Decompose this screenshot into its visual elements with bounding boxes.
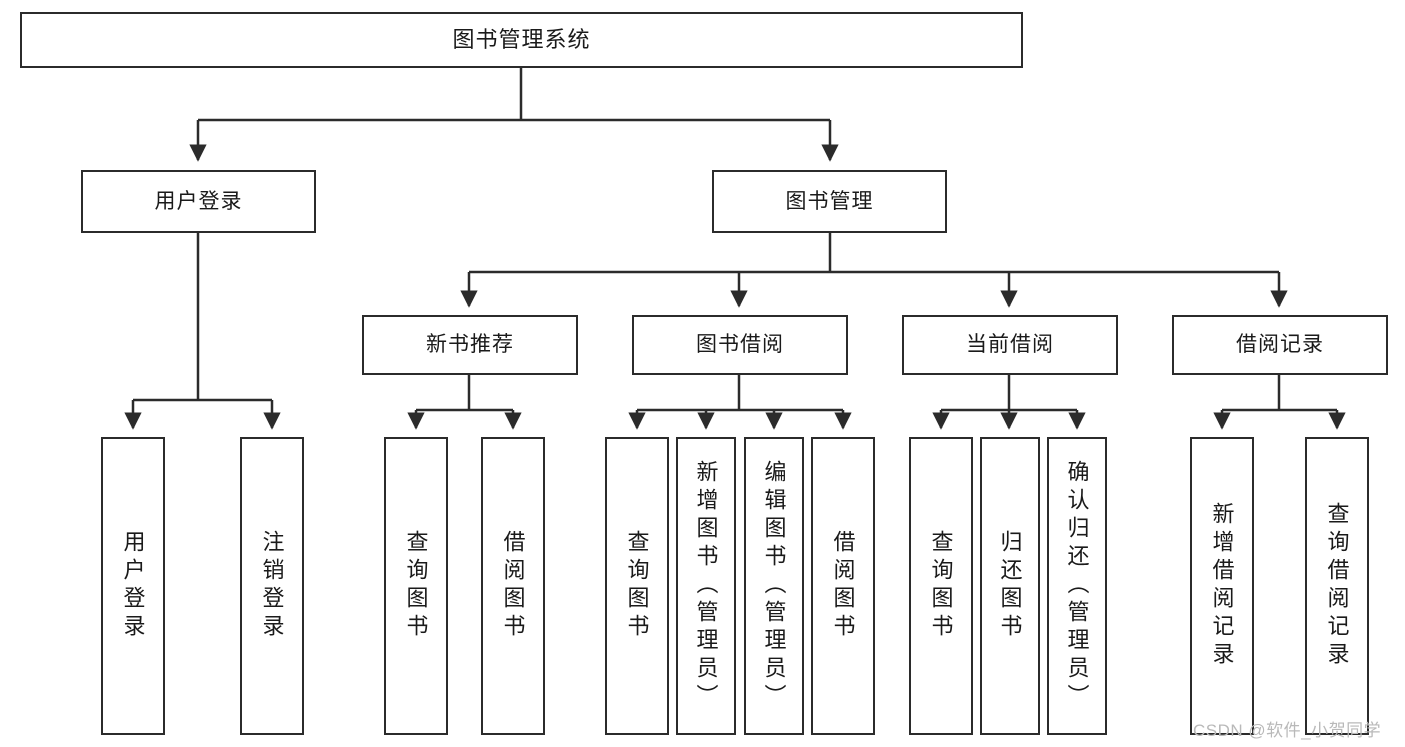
node-book-management-label: 图书管理 <box>785 189 874 213</box>
node-book-borrow-label: 图书借阅 <box>696 333 784 357</box>
leaf-borrow-records-query[interactable]: 查询借阅记录 <box>1305 437 1369 735</box>
leaf-book-borrow-borrow[interactable]: 借阅图书 <box>811 437 875 735</box>
csdn-watermark: CSDN @软件_小贺同学 <box>1193 721 1382 740</box>
leaf-label: 用户登录 <box>120 530 146 642</box>
leaf-label: 查询借阅记录 <box>1324 502 1350 670</box>
node-current-borrow[interactable]: 当前借阅 <box>902 315 1118 375</box>
leaf-label: 借阅图书 <box>830 530 856 642</box>
node-root-book-management-system[interactable]: 图书管理系统 <box>20 12 1023 68</box>
node-user-login-label: 用户登录 <box>154 189 243 213</box>
node-new-book-recommend-label: 新书推荐 <box>426 333 514 357</box>
leaf-label: 查询图书 <box>403 530 429 642</box>
leaf-label: 新增借阅记录 <box>1209 502 1235 670</box>
leaf-label: 注销登录 <box>259 530 285 642</box>
node-current-borrow-label: 当前借阅 <box>966 333 1054 357</box>
leaf-current-borrow-confirm-return[interactable]: 确认归还（管理员） <box>1047 437 1107 735</box>
leaf-label: 借阅图书 <box>500 530 526 642</box>
leaf-label: 编辑图书（管理员） <box>761 460 787 712</box>
leaf-current-borrow-return[interactable]: 归还图书 <box>980 437 1040 735</box>
leaf-label: 确认归还（管理员） <box>1064 460 1090 712</box>
node-new-book-recommend[interactable]: 新书推荐 <box>362 315 578 375</box>
leaf-label: 新增图书（管理员） <box>693 460 719 712</box>
node-book-borrow[interactable]: 图书借阅 <box>632 315 848 375</box>
leaf-book-borrow-add[interactable]: 新增图书（管理员） <box>676 437 736 735</box>
node-borrow-records[interactable]: 借阅记录 <box>1172 315 1388 375</box>
leaf-book-borrow-query[interactable]: 查询图书 <box>605 437 669 735</box>
node-book-management[interactable]: 图书管理 <box>712 170 947 233</box>
leaf-new-book-borrow[interactable]: 借阅图书 <box>481 437 545 735</box>
node-root-label: 图书管理系统 <box>452 26 591 52</box>
leaf-label: 查询图书 <box>624 530 650 642</box>
leaf-user-login-logout[interactable]: 注销登录 <box>240 437 304 735</box>
leaf-borrow-records-add[interactable]: 新增借阅记录 <box>1190 437 1254 735</box>
leaf-label: 归还图书 <box>997 530 1023 642</box>
leaf-current-borrow-query[interactable]: 查询图书 <box>909 437 973 735</box>
leaf-book-borrow-edit[interactable]: 编辑图书（管理员） <box>744 437 804 735</box>
node-borrow-records-label: 借阅记录 <box>1236 333 1324 357</box>
leaf-new-book-query[interactable]: 查询图书 <box>384 437 448 735</box>
node-user-login[interactable]: 用户登录 <box>81 170 316 233</box>
leaf-label: 查询图书 <box>928 530 954 642</box>
leaf-user-login-login[interactable]: 用户登录 <box>101 437 165 735</box>
